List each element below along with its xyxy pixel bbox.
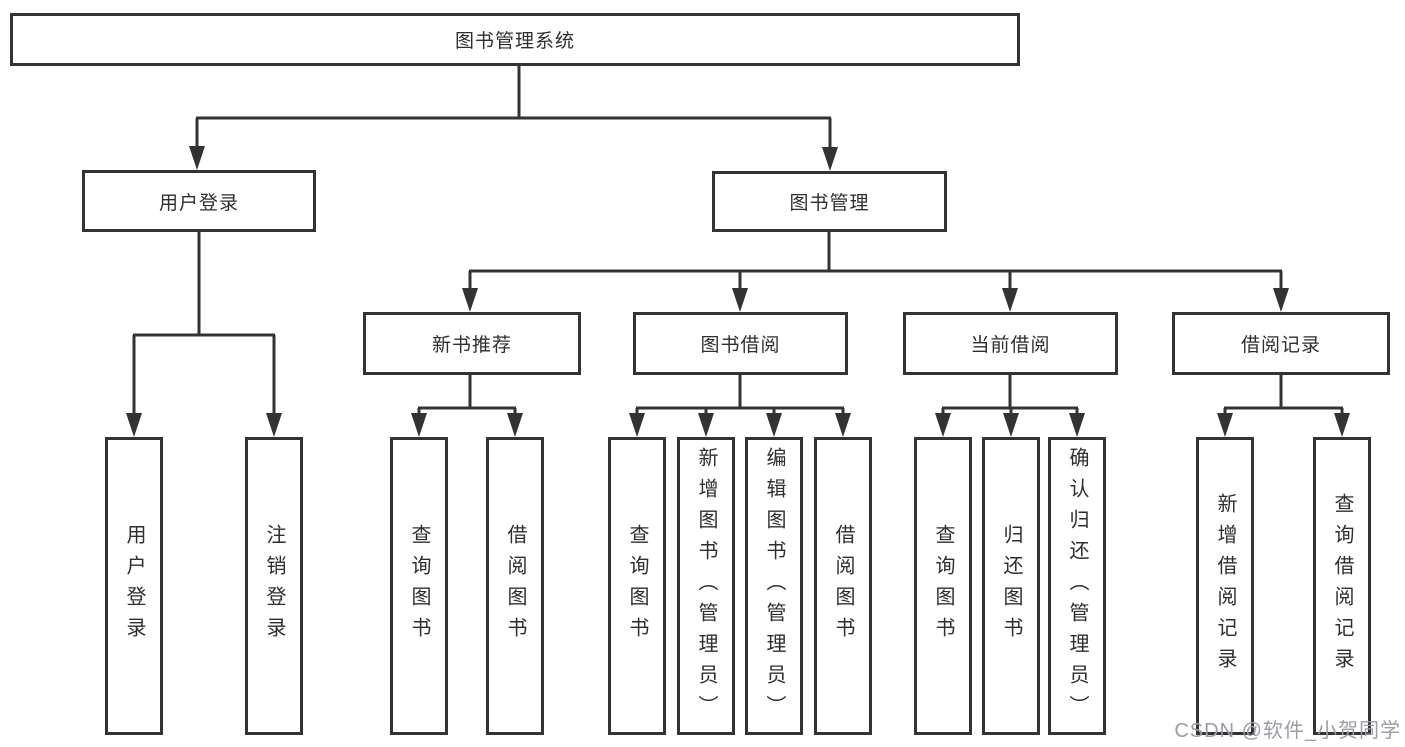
node-label: 用户登录 xyxy=(158,192,239,214)
leaf-recommend-query-books: 查询图书 xyxy=(390,437,448,735)
node-label: 图书借阅 xyxy=(700,335,781,356)
node-label: 查询借阅记录 xyxy=(1331,493,1353,679)
node-book-management: 图书管理 xyxy=(712,171,947,232)
node-label: 用户登录 xyxy=(123,524,145,648)
node-user-login: 用户登录 xyxy=(82,170,316,232)
node-current-borrowing: 当前借阅 xyxy=(903,312,1118,375)
node-label: 注销登录 xyxy=(263,524,285,648)
node-label: 图书管理系统 xyxy=(454,31,575,52)
leaf-current-query-books: 查询图书 xyxy=(914,437,972,735)
leaf-logout: 注销登录 xyxy=(245,437,303,735)
node-borrowing-records: 借阅记录 xyxy=(1172,312,1390,375)
leaf-borrow-query-books: 查询图书 xyxy=(608,437,666,735)
arrowheads xyxy=(126,146,1350,437)
node-label: 新增图书（管理员） xyxy=(695,446,717,726)
node-book-borrowing: 图书借阅 xyxy=(633,312,848,375)
node-label: 图书管理 xyxy=(789,193,870,214)
leaf-records-query-record: 查询借阅记录 xyxy=(1313,437,1371,735)
node-root-system: 图书管理系统 xyxy=(10,13,1020,66)
node-label: 查询图书 xyxy=(408,524,430,648)
node-label: 新书推荐 xyxy=(431,335,512,356)
node-label: 查询图书 xyxy=(932,524,954,648)
leaf-borrow-add-books-admin: 新增图书（管理员） xyxy=(677,437,735,735)
node-label: 编辑图书（管理员） xyxy=(763,446,785,726)
leaf-current-return-books: 归还图书 xyxy=(982,437,1040,735)
connector-lines xyxy=(132,66,1344,414)
node-label: 借阅记录 xyxy=(1240,335,1321,356)
node-label: 归还图书 xyxy=(1000,524,1022,648)
leaf-user-login: 用户登录 xyxy=(105,437,163,735)
node-label: 借阅图书 xyxy=(832,524,854,648)
node-label: 确认归还（管理员） xyxy=(1066,446,1088,726)
leaf-records-add-record: 新增借阅记录 xyxy=(1196,437,1254,735)
node-new-book-recommend: 新书推荐 xyxy=(363,312,581,375)
node-label: 借阅图书 xyxy=(504,524,526,648)
node-label: 查询图书 xyxy=(626,524,648,648)
csdn-watermark: CSDN @软件_小贺同学 xyxy=(1174,720,1401,742)
leaf-current-confirm-return-admin: 确认归还（管理员） xyxy=(1048,437,1106,735)
leaf-recommend-borrow-books: 借阅图书 xyxy=(486,437,544,735)
node-label: 新增借阅记录 xyxy=(1214,493,1236,679)
leaf-borrow-edit-books-admin: 编辑图书（管理员） xyxy=(745,437,803,735)
leaf-borrow-borrow-books: 借阅图书 xyxy=(814,437,872,735)
node-label: 当前借阅 xyxy=(970,335,1051,356)
